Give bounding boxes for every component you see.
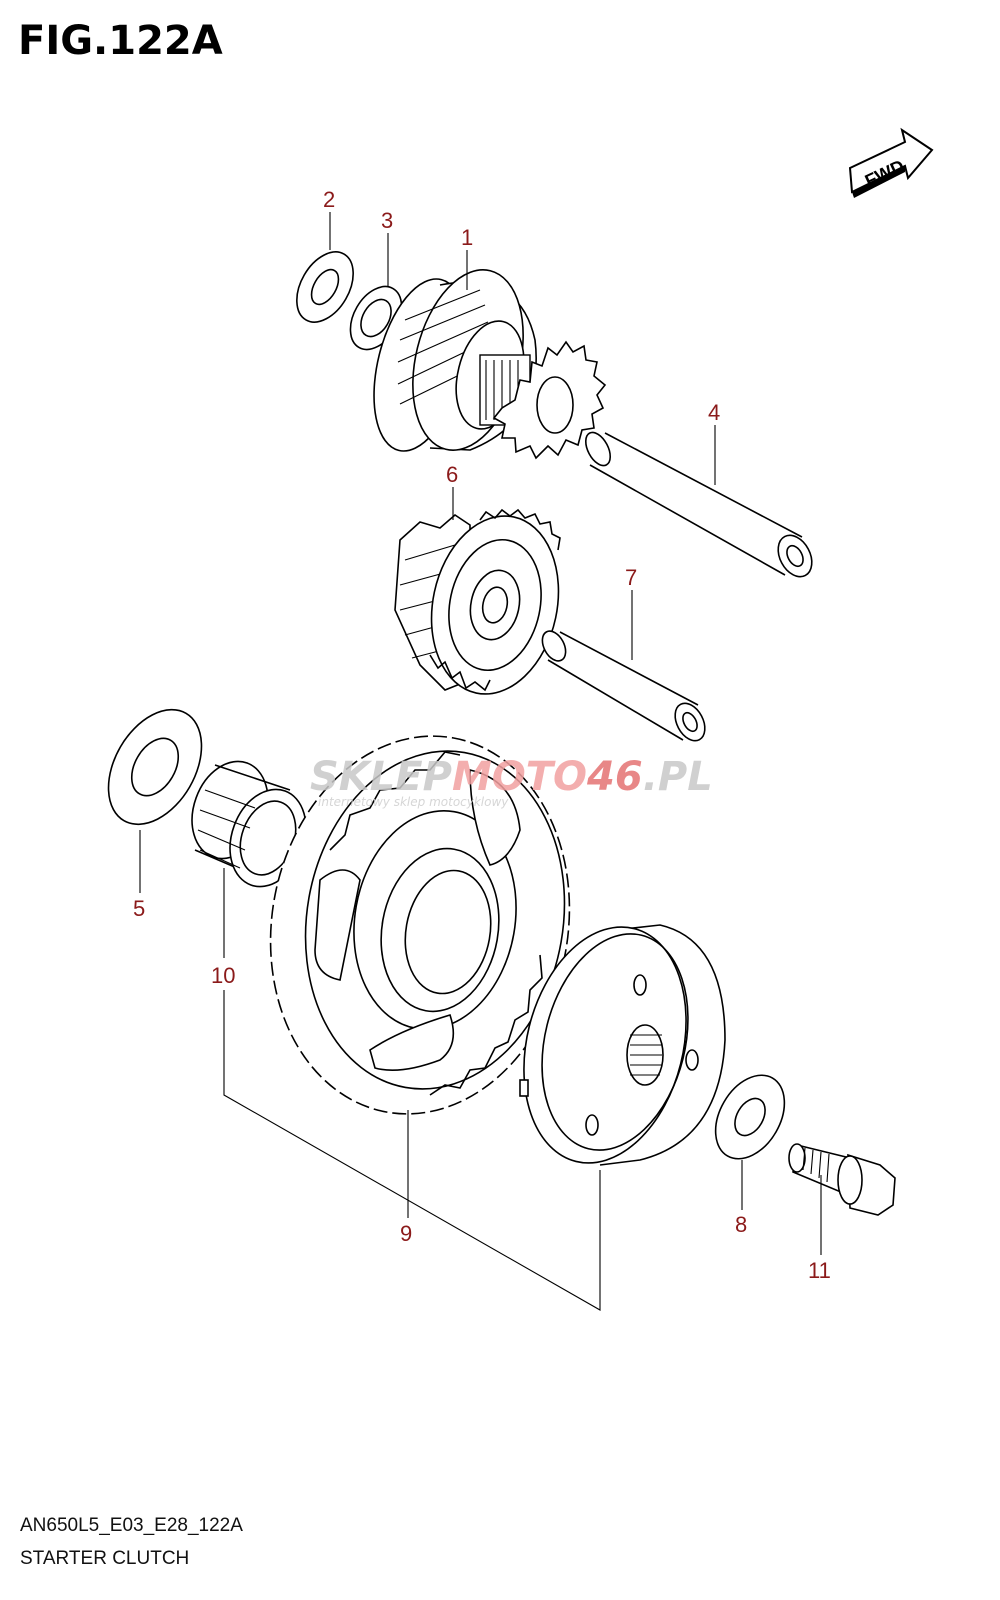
callout-11: 11	[808, 1258, 831, 1283]
part-11-bolt	[788, 1143, 896, 1216]
starter-clutch-housing	[519, 924, 726, 1166]
watermark-text-d: .PL	[643, 754, 713, 800]
callout-10: 10	[211, 963, 235, 988]
part-7-shaft	[541, 630, 706, 742]
part-9-driven-gear	[269, 735, 571, 1115]
callout-3: 3	[381, 208, 393, 233]
leader-lines	[139, 212, 822, 1311]
callout-4: 4	[708, 400, 720, 425]
watermark: SKLEPMOTO46.PL internetowy sklep motocyk…	[310, 754, 713, 809]
watermark-text-a: SKLEP	[310, 754, 452, 800]
fwd-arrow-icon: FWD	[848, 127, 934, 198]
callout-9: 9	[400, 1221, 412, 1246]
part-8-washer	[714, 1074, 786, 1160]
callout-1: 1	[461, 225, 473, 250]
callout-6: 6	[446, 462, 458, 487]
figure-name: STARTER CLUTCH	[20, 1548, 190, 1569]
figure-title: FIG.122A	[18, 18, 223, 64]
callout-2: 2	[323, 187, 335, 212]
part-4-shaft	[584, 431, 813, 578]
part-5-washer	[107, 708, 203, 826]
part-1-idle-gear	[373, 269, 607, 460]
callout-7: 7	[625, 565, 637, 590]
callout-8: 8	[735, 1212, 747, 1237]
part-2-washer	[296, 251, 354, 323]
watermark-text-c: 46	[586, 754, 643, 800]
svg-text:SKLEPMOTO46.PL: SKLEPMOTO46.PL	[310, 754, 713, 800]
figure-code: AN650L5_E03_E28_122A	[20, 1515, 243, 1536]
callout-5: 5	[133, 896, 145, 921]
watermark-text-b: MOTO	[452, 754, 587, 800]
part-6-idle-gear	[394, 508, 561, 695]
watermark-subtitle: internetowy sklep motocyklowy	[318, 795, 509, 809]
